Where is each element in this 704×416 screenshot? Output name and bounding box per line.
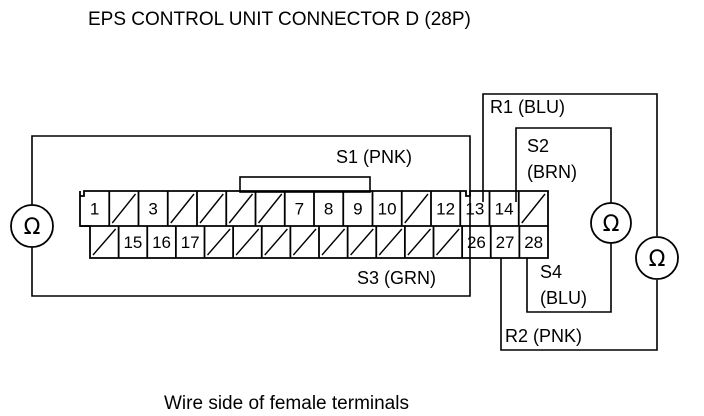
latch-tab bbox=[239, 176, 371, 193]
diagram-title: EPS CONTROL UNIT CONNECTOR D (28P) bbox=[88, 9, 471, 30]
pin-label-9: 9 bbox=[353, 200, 362, 219]
pin-label-13: 13 bbox=[465, 200, 484, 219]
pin-label-10: 10 bbox=[378, 200, 397, 219]
empty-pin-slash bbox=[228, 193, 254, 224]
connector-body bbox=[79, 176, 549, 259]
pin-label-15: 15 bbox=[123, 233, 142, 252]
empty-pin-slash bbox=[404, 193, 429, 224]
pin-label-17: 17 bbox=[181, 233, 200, 252]
pin-dividers bbox=[108, 191, 521, 258]
pin-label-28: 28 bbox=[524, 233, 543, 252]
pin-label-7: 7 bbox=[295, 200, 304, 219]
s1-s3-circuit bbox=[31, 135, 471, 297]
ohm-symbol-left: Ω bbox=[24, 215, 41, 240]
empty-pin-slash bbox=[435, 228, 460, 256]
empty-pin-slash bbox=[407, 228, 432, 256]
empty-pin-slash bbox=[321, 228, 346, 256]
ohm-symbol-right: Ω bbox=[649, 247, 666, 272]
empty-pin-slashes bbox=[92, 193, 546, 256]
empty-pin-slash bbox=[350, 228, 374, 256]
s1-wire bbox=[31, 135, 471, 205]
empty-pin-slash bbox=[257, 193, 283, 224]
wire-label-s4-line1: S4 bbox=[540, 262, 562, 282]
pin-label-12: 12 bbox=[436, 200, 455, 219]
empty-pin-slash bbox=[378, 228, 403, 256]
wire-label-s1: S1 (PNK) bbox=[336, 147, 412, 167]
ohmmeter-right-icon bbox=[635, 236, 679, 280]
wire-label-s2-line2: (BRN) bbox=[527, 162, 577, 182]
r-circuit bbox=[482, 93, 658, 351]
wire-label-s4-line2: (BLU) bbox=[540, 288, 587, 308]
pin-label-1: 1 bbox=[90, 200, 99, 219]
wire-label-r1: R1 (BLU) bbox=[490, 97, 565, 117]
pin-label-26: 26 bbox=[467, 233, 486, 252]
empty-pin-slash bbox=[92, 228, 117, 256]
ohmmeter-right: Ω bbox=[635, 236, 679, 280]
ohmmeter-left: Ω bbox=[10, 204, 54, 248]
wire-label-s2-line1: S2 bbox=[527, 136, 549, 156]
empty-pin-slash bbox=[521, 193, 546, 224]
ohmmeter-middle: Ω bbox=[590, 202, 632, 244]
pin-label-14: 14 bbox=[495, 200, 514, 219]
connector-outline bbox=[79, 190, 549, 259]
s2-wire bbox=[515, 127, 612, 204]
empty-pin-slash bbox=[264, 228, 288, 256]
pin-label-8: 8 bbox=[324, 200, 333, 219]
s-inner-circuit bbox=[515, 127, 612, 313]
empty-pin-slash bbox=[170, 193, 195, 224]
empty-pin-slash bbox=[235, 228, 260, 256]
r2-wire bbox=[500, 258, 658, 351]
s3-wire bbox=[31, 202, 471, 297]
pin-label-27: 27 bbox=[496, 233, 515, 252]
wire-label-r2: R2 (PNK) bbox=[505, 326, 582, 346]
pin-label-3: 3 bbox=[148, 200, 157, 219]
empty-pin-slash bbox=[206, 228, 231, 256]
pin-label-16: 16 bbox=[152, 233, 171, 252]
ohm-symbol-middle: Ω bbox=[603, 212, 620, 237]
empty-pin-slash bbox=[111, 193, 137, 224]
r1-wire bbox=[482, 93, 658, 236]
ohmmeter-middle-icon bbox=[590, 202, 632, 244]
wire-label-s3: S3 (GRN) bbox=[357, 268, 436, 288]
ohmmeter-left-icon bbox=[10, 204, 54, 248]
diagram-caption: Wire side of female terminals bbox=[164, 393, 409, 414]
s4-wire bbox=[526, 242, 612, 313]
empty-pin-slash bbox=[292, 228, 317, 256]
empty-pin-slash bbox=[199, 193, 224, 224]
